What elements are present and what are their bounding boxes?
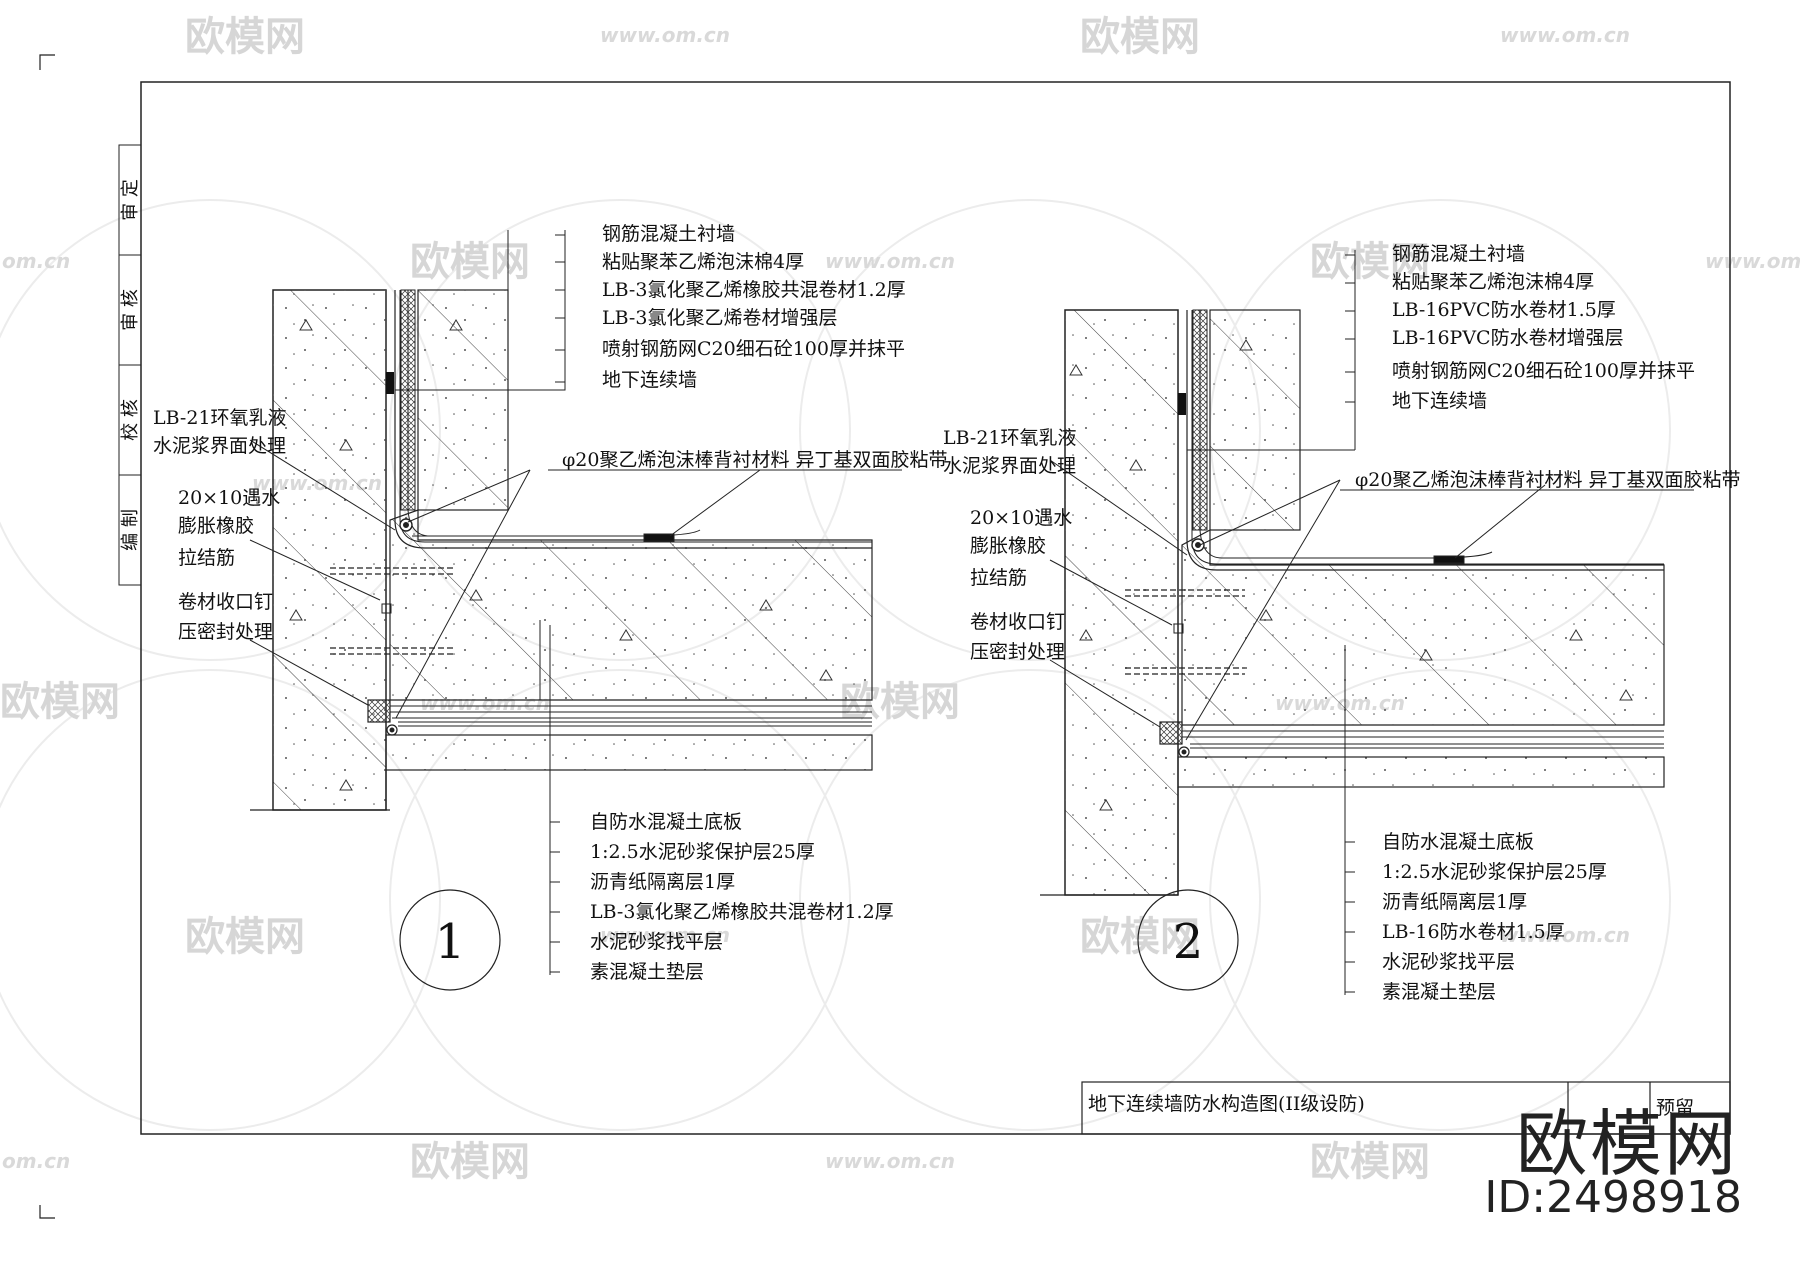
- d1-wall-label: 地下连续墙: [602, 369, 697, 391]
- nail-box-1: [367, 699, 391, 723]
- d2-floor-label: 沥青纸隔离层1厚: [1382, 891, 1527, 913]
- nail-box-2: [1159, 721, 1183, 745]
- d2-wall-label: 地下连续墙: [1392, 390, 1487, 412]
- d2-wall-label: LB-16PVC防水卷材1.5厚: [1392, 299, 1616, 321]
- butyl-tape-1: [643, 533, 675, 542]
- watermark-brand: 欧模网: [1310, 239, 1430, 285]
- detail-1-callout: [399, 889, 501, 991]
- d2-left-label: 卷材收口钉: [970, 611, 1065, 633]
- d1-left-label: 压密封处理: [178, 621, 273, 643]
- d1-left-label: 水泥浆界面处理: [153, 435, 286, 457]
- detail-1-number: 1: [435, 914, 466, 970]
- d2-floor-label: 素混凝土垫层: [1382, 981, 1496, 1003]
- d2-floor-label: LB-16防水卷材1.5厚: [1382, 921, 1565, 943]
- stamp-review: 审 核: [120, 289, 141, 331]
- watermark-brand: 欧模网: [185, 14, 305, 60]
- d2-floor-label: 自防水混凝土底板: [1382, 831, 1534, 853]
- d2-left-label: LB-21环氧乳液: [943, 427, 1077, 449]
- watermark-brand: 欧模网: [185, 914, 305, 960]
- d1-wall-label: LB-3氯化聚乙烯卷材增强层: [602, 307, 837, 329]
- watermark-site-short: om.cn: [2, 249, 70, 273]
- watermark-site: www.om.cn: [1500, 23, 1630, 47]
- aggregate-marks-1: [289, 319, 833, 791]
- watermark-brand: 欧模网: [0, 679, 120, 725]
- d2-floor-label: 水泥砂浆找平层: [1382, 951, 1515, 973]
- watermark-site-short: om.cn: [2, 1149, 70, 1173]
- d1-floor-label: 素混凝土垫层: [590, 961, 704, 983]
- d1-left-label: LB-21环氧乳液: [153, 407, 287, 429]
- sheet-frame: [39, 54, 1731, 1219]
- watermark-brand: 欧模网: [1080, 14, 1200, 60]
- watermark-site: www.om.cn: [600, 923, 730, 947]
- detail-2-drawing: [1040, 250, 1665, 995]
- d1-left-label: 膨胀橡胶: [178, 515, 254, 537]
- watermark-brand: 欧模网: [1310, 1139, 1430, 1185]
- d1-wall-label: 粘贴聚苯乙烯泡沫棉4厚: [602, 251, 804, 273]
- watermark-site: www.om.cn: [600, 23, 730, 47]
- blinding-layer-1: [385, 734, 873, 771]
- butyl-tape-2: [1433, 555, 1465, 564]
- watermark-site: www.om.cn: [1500, 923, 1630, 947]
- d2-floor-label: 1:2.5水泥砂浆保护层25厚: [1382, 861, 1607, 883]
- d1-left-label: 卷材收口钉: [178, 591, 273, 613]
- stamp-approve: 审 定: [120, 179, 141, 221]
- stamp-draft: 编 制: [120, 509, 141, 551]
- d2-wall-label: 喷射钢筋网C20细石砼100厚并抹平: [1392, 360, 1695, 382]
- d1-rod-label: φ20聚乙烯泡沫棒背衬材料 异丁基双面胶粘带: [562, 449, 948, 471]
- blinding-layer-2: [1177, 756, 1665, 788]
- detail-2-callout: [1137, 889, 1239, 991]
- d1-left-label: 拉结筋: [178, 547, 235, 569]
- watermark-brand: 欧模网: [410, 239, 530, 285]
- stamp-check: 校 核: [120, 399, 141, 441]
- d2-left-label: 膨胀橡胶: [970, 535, 1046, 557]
- d2-wall-label: 粘贴聚苯乙烯泡沫棉4厚: [1392, 271, 1594, 293]
- aggregate-marks-2: [1069, 339, 1633, 811]
- d1-floor-label: 自防水混凝土底板: [590, 811, 742, 833]
- waterstop-2: [1178, 393, 1186, 415]
- watermark-brand: 欧模网: [410, 1139, 530, 1185]
- d2-left-label: 拉结筋: [970, 567, 1027, 589]
- watermark-site: www.om.cn: [825, 1149, 955, 1173]
- d1-wall-label: 钢筋混凝土衬墙: [602, 223, 735, 245]
- title-block-fragment: 预留: [1656, 1097, 1694, 1119]
- d2-left-label: 20×10遇水: [970, 507, 1072, 529]
- d1-left-label: 20×10遇水: [178, 487, 280, 509]
- d1-floor-label: 沥青纸隔离层1厚: [590, 871, 735, 893]
- d1-floor-label: 1:2.5水泥砂浆保护层25厚: [590, 841, 815, 863]
- d2-rod-label: φ20聚乙烯泡沫棒背衬材料 异丁基双面胶粘带: [1355, 469, 1741, 491]
- waterstop-1: [386, 372, 394, 394]
- d1-floor-label: LB-3氯化聚乙烯橡胶共混卷材1.2厚: [590, 901, 894, 923]
- d1-wall-label: LB-3氯化聚乙烯橡胶共混卷材1.2厚: [602, 279, 906, 301]
- watermark-site: www.om.cn: [825, 249, 955, 273]
- watermark-layer: 欧模网 欧模网 欧模网 欧模网 欧模网 欧模网 欧模网 欧模网 欧模网 欧模网 …: [0, 14, 1800, 1185]
- detail-2-number: 2: [1173, 914, 1204, 970]
- d2-wall-label: 钢筋混凝土衬墙: [1392, 243, 1525, 265]
- d2-wall-label: LB-16PVC防水卷材增强层: [1392, 327, 1624, 349]
- d2-left-label: 压密封处理: [970, 641, 1065, 663]
- detail-2-labels: 钢筋混凝土衬墙 粘贴聚苯乙烯泡沫棉4厚 LB-16PVC防水卷材1.5厚 LB-…: [943, 243, 1741, 1003]
- detail-1-labels: 钢筋混凝土衬墙 粘贴聚苯乙烯泡沫棉4厚 LB-3氯化聚乙烯橡胶共混卷材1.2厚 …: [153, 223, 948, 991]
- drawing-title: 地下连续墙防水构造图(II级设防): [1088, 1093, 1365, 1115]
- watermark-site: www.om.cn: [1705, 249, 1800, 273]
- d1-floor-label: 水泥砂浆找平层: [590, 931, 723, 953]
- d1-wall-label: 喷射钢筋网C20细石砼100厚并抹平: [602, 338, 905, 360]
- d2-left-label: 水泥浆界面处理: [943, 455, 1076, 477]
- title-block: [1081, 1081, 1731, 1135]
- watermark-brand-large: 欧模网: [1515, 1102, 1738, 1186]
- detail-1-drawing: [249, 230, 873, 975]
- watermark-id: ID:2498918: [1484, 1172, 1742, 1223]
